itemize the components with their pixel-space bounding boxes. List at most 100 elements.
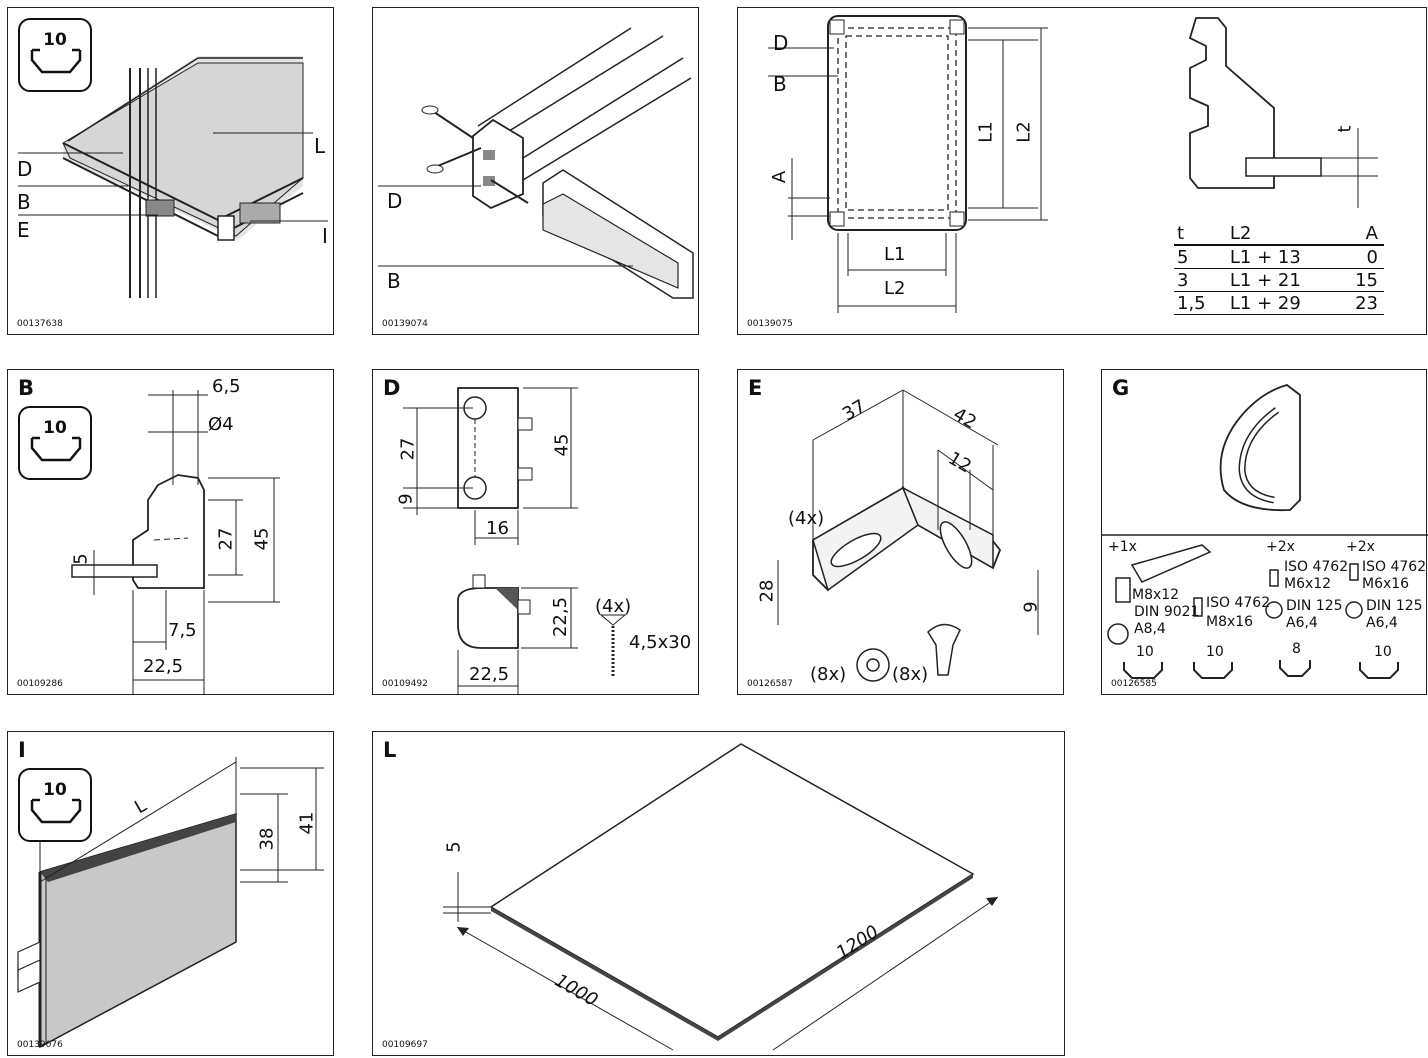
dim-7-5: 7,5 — [168, 620, 197, 641]
dim-41: 41 — [296, 811, 318, 835]
slot-qty: (4x) — [788, 508, 825, 529]
cell-l2: L1 + 13 — [1226, 245, 1340, 269]
dim-l2-horizontal: L2 — [884, 278, 906, 299]
table-row: 1,5 L1 + 29 23 — [1174, 291, 1384, 315]
drawing-code: 00126587 — [747, 679, 793, 689]
cover-strip-i-drawing — [17, 757, 324, 1049]
table-row: 3 L1 + 21 15 — [1174, 268, 1384, 292]
header-a: A — [1339, 222, 1384, 246]
dim-6-5: 6,5 — [212, 376, 241, 397]
screw-qty: (4x) — [595, 596, 632, 617]
item-spec: DIN 125 — [1286, 598, 1343, 614]
header-l2: L2 — [1226, 222, 1340, 246]
cell-l2: L1 + 29 — [1226, 291, 1340, 315]
dim-22-5: 22,5 — [143, 656, 184, 677]
panel-e: E 37 42 12 (4x) 28 9 (8x) (8x) 00126587 — [737, 369, 1064, 695]
panel-letter: I — [18, 738, 26, 762]
panel-d: D 27 9 45 16 22,5 22,5 (4x) 4,5x30 00109… — [372, 369, 699, 695]
dim-l1-vertical: L1 — [975, 121, 997, 143]
panel-sheet-l-drawing — [443, 743, 999, 1051]
cell-a: 23 — [1339, 291, 1384, 315]
callout-e: E — [17, 218, 30, 242]
mounting-drawing — [378, 27, 694, 299]
dim-28: 28 — [756, 579, 778, 603]
dim-45: 45 — [251, 527, 273, 551]
header-t: t — [1174, 222, 1227, 246]
dim-5: 5 — [443, 841, 465, 853]
panel-b: B 10 6,5 Ø4 27 45 5 7,5 22,5 00109286 — [7, 369, 334, 695]
dim-22-5-vertical: 22,5 — [550, 596, 572, 638]
panel-letter: G — [1112, 376, 1130, 400]
panel-frame: D B A L1 L2 L1 L2 t t L2 A 5 L1 + 13 0 3… — [737, 7, 1427, 335]
item-spec: DIN 125 — [1366, 598, 1423, 614]
item-qty: +2x — [1346, 539, 1375, 555]
callout-b: B — [387, 269, 401, 293]
screw-size: 4,5x30 — [629, 632, 692, 653]
frame-spec-table: t L2 A 5 L1 + 13 0 3 L1 + 21 15 1,5 L1 +… — [1174, 222, 1384, 315]
profile-size-badge: 10 — [18, 406, 92, 480]
dim-t: t — [1334, 125, 1356, 133]
item-spec: A6,4 — [1366, 615, 1398, 631]
item-spec: A8,4 — [1134, 621, 1166, 637]
badge-size: 10 — [43, 780, 67, 800]
panel-letter: E — [748, 376, 763, 400]
callout-d: D — [17, 157, 33, 181]
drawing-code: 00109286 — [17, 679, 63, 689]
dim-27: 27 — [397, 437, 419, 461]
item-badge: 10 — [1136, 644, 1154, 660]
item-spec: M8x12 — [1132, 587, 1180, 603]
panel-g: G +1x M8x12 DIN 9021 A8,4 10 ISO 4762 M8… — [1101, 369, 1428, 695]
item-spec: ISO 4762 — [1362, 559, 1427, 575]
dim-45: 45 — [551, 433, 573, 457]
panel-letter: D — [383, 376, 401, 400]
callout-d: D — [773, 31, 789, 55]
cell-t: 1,5 — [1174, 291, 1227, 315]
item-spec: M8x16 — [1206, 614, 1254, 630]
item-qty: +1x — [1108, 539, 1137, 555]
bolt-qty: (8x) — [892, 664, 929, 685]
panel-letter: L — [383, 738, 397, 762]
panel-l: L 5 1000 1200 00109697 — [372, 731, 1065, 1056]
corner-bracket-g-drawing — [1102, 384, 1428, 679]
item-spec: A6,4 — [1286, 615, 1318, 631]
dim-l2-vertical: L2 — [1013, 121, 1035, 143]
angle-bracket-e-drawing — [777, 389, 1039, 682]
drawing-code: 00137638 — [17, 319, 63, 329]
overview-drawing — [18, 56, 328, 298]
dim-5: 5 — [70, 553, 92, 565]
item-qty: +2x — [1266, 539, 1295, 555]
callout-b: B — [17, 190, 31, 214]
drawing-code: 00139075 — [747, 319, 793, 329]
item-spec: M6x16 — [1362, 576, 1410, 592]
panel-i: I 10 L 38 41 00139076 — [7, 731, 334, 1056]
dim-16: 16 — [486, 518, 509, 539]
panel-letter: B — [18, 376, 35, 400]
dim-l1-horizontal: L1 — [884, 244, 906, 265]
table-row: 5 L1 + 13 0 — [1174, 245, 1384, 269]
profile-size-badge: 10 — [18, 18, 92, 92]
nut-qty: (8x) — [810, 664, 847, 685]
cell-a: 0 — [1339, 245, 1384, 269]
cell-a: 15 — [1339, 268, 1384, 292]
dim-9: 9 — [1020, 601, 1042, 613]
callout-b: B — [773, 72, 787, 96]
drawing-code: 00109492 — [382, 679, 428, 689]
dim-a: A — [769, 170, 791, 184]
panel-mounting: D B 00139074 — [372, 7, 699, 335]
frame-drawing — [768, 15, 1378, 313]
cell-l2: L1 + 21 — [1226, 268, 1340, 292]
badge-size: 10 — [43, 418, 67, 438]
dim-22-5-horizontal: 22,5 — [469, 664, 510, 685]
item-spec: M6x12 — [1284, 576, 1332, 592]
callout-i: I — [322, 224, 328, 248]
callout-l: L — [314, 134, 326, 158]
drawing-code: 00109697 — [382, 1040, 428, 1050]
connector-d-drawing — [403, 387, 627, 695]
dim-diameter-4: Ø4 — [208, 414, 234, 435]
dim-38: 38 — [256, 827, 278, 851]
item-badge: 8 — [1292, 641, 1301, 657]
callout-d: D — [387, 189, 403, 213]
panel-overview: 10 D B E L I 00137638 — [7, 7, 334, 335]
item-spec: ISO 4762 — [1284, 559, 1349, 575]
cell-t: 5 — [1174, 245, 1227, 269]
